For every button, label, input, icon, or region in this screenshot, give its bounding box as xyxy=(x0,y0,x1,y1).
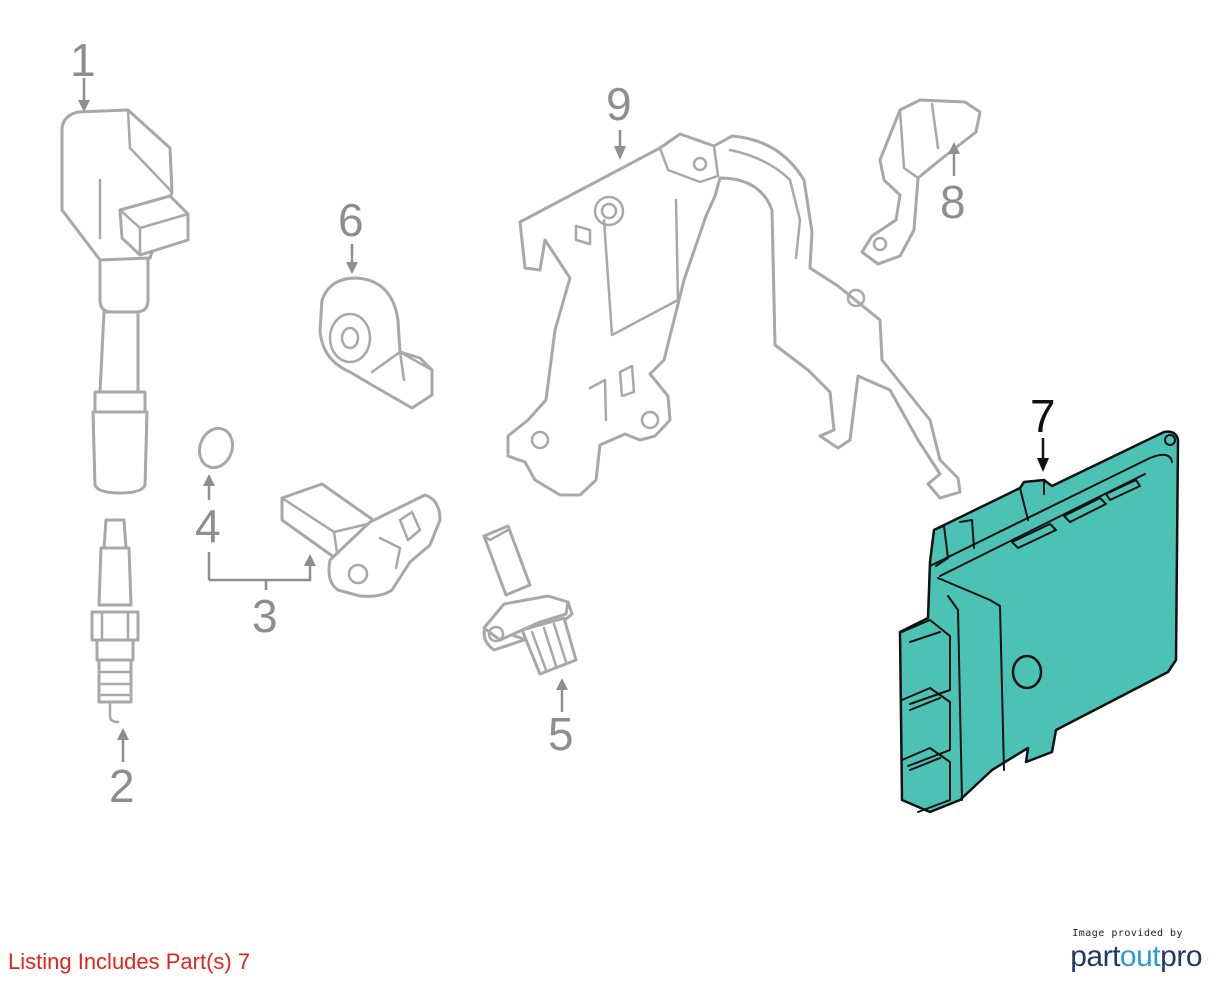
callout-4: 4 xyxy=(195,474,221,580)
callout-3: 3 xyxy=(209,554,316,642)
logo-text-pro: pro xyxy=(1160,940,1202,973)
callout-8: 8 xyxy=(940,142,966,228)
callout-number-2: 2 xyxy=(109,760,135,812)
callout-number-4: 4 xyxy=(195,500,221,552)
partoutpro-logo: partoutpro xyxy=(1070,939,1202,975)
small-bracket-part-8 xyxy=(860,98,982,266)
spark-plug-part-2 xyxy=(90,518,140,724)
listing-note: Listing Includes Part(s) 7 xyxy=(8,949,251,974)
callout-number-7: 7 xyxy=(1030,390,1056,442)
callout-6: 6 xyxy=(338,194,364,274)
callout-number-6: 6 xyxy=(338,194,364,246)
callout-number-9: 9 xyxy=(606,78,632,130)
callout-5: 5 xyxy=(548,678,574,760)
callout-number-1: 1 xyxy=(70,34,96,86)
callout-number-3: 3 xyxy=(252,590,278,642)
o-ring-part-4 xyxy=(197,426,235,470)
callout-7: 7 xyxy=(1030,390,1056,472)
crank-sensor-part-5 xyxy=(482,524,578,676)
ecm-part-7-highlighted xyxy=(898,430,1180,814)
callout-number-5: 5 xyxy=(548,708,574,760)
bracket-part-9 xyxy=(506,132,962,500)
credit-caption: Image provided by xyxy=(1072,928,1184,939)
cam-sensor-part-3 xyxy=(280,482,442,598)
logo-text-out: out xyxy=(1119,940,1161,973)
callout-number-8: 8 xyxy=(940,176,966,228)
image-credit: Image provided by partoutpro xyxy=(1070,928,1202,975)
logo-text-part: part xyxy=(1070,940,1120,973)
callout-9: 9 xyxy=(606,78,632,160)
callout-2: 2 xyxy=(109,728,135,812)
callout-1: 1 xyxy=(70,34,96,112)
knock-sensor-part-6 xyxy=(318,276,434,410)
ignition-coil-part-1 xyxy=(60,108,190,495)
